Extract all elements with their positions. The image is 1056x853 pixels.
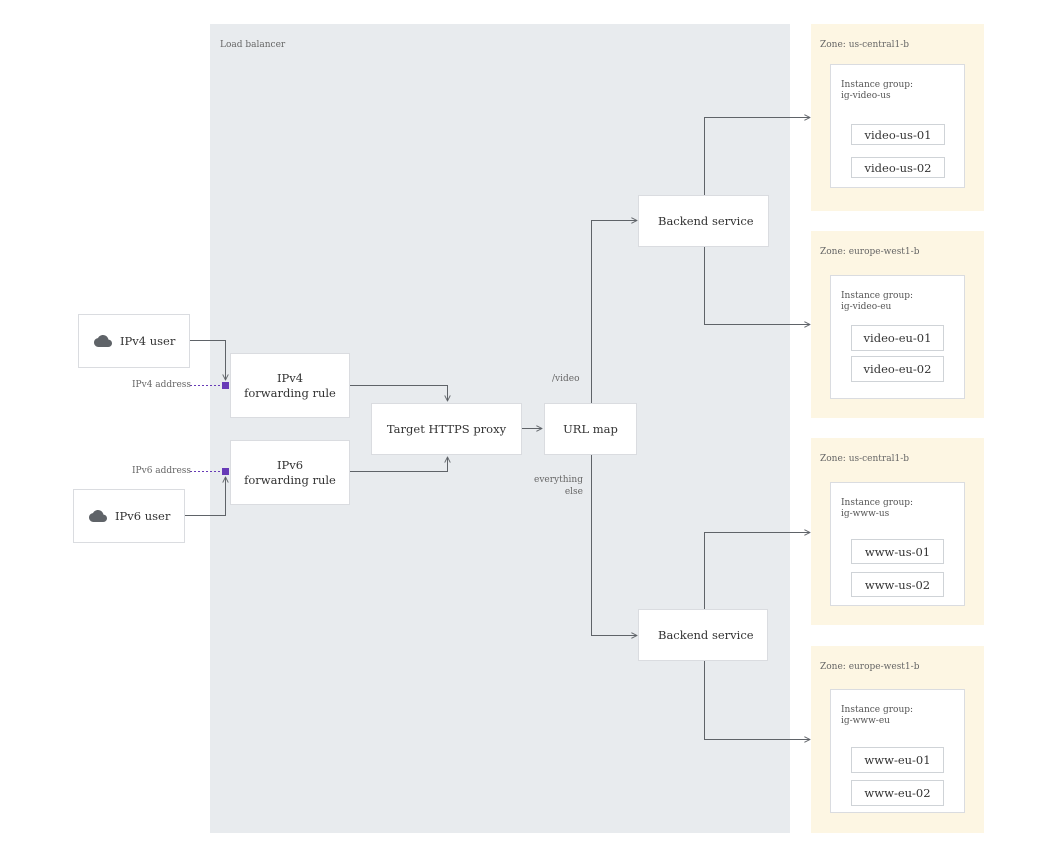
route-video-label: /video — [552, 374, 580, 384]
instance-group-label: Instance group: ig-www-us — [841, 498, 914, 519]
backend-service-video-label: Backend service — [658, 213, 754, 228]
instance-group-label: Instance group: ig-www-eu — [841, 705, 914, 726]
zone-video-eu: Zone: europe-west1-b Instance group: ig-… — [811, 231, 984, 418]
route-default-label: everything else — [534, 475, 583, 497]
edge-www-us — [704, 533, 811, 609]
zone-label: Zone: us-central1-b — [820, 40, 909, 50]
edge-ipv6-rule-proxy — [350, 457, 448, 472]
ipv4-address-port — [222, 382, 229, 389]
instance-group-video-us[interactable]: Instance group: ig-video-us video-us-01 … — [830, 64, 965, 188]
instance-video-us-02[interactable]: video-us-02 — [851, 157, 945, 178]
instance-video-eu-02[interactable]: video-eu-02 — [851, 356, 944, 382]
ipv6-user-label: IPv6 user — [115, 508, 171, 523]
ipv4-forwarding-rule-label: IPv4 forwarding rule — [244, 370, 336, 400]
backend-service-video[interactable]: Backend service — [638, 195, 769, 247]
instance-group-label: Instance group: ig-video-us — [841, 80, 914, 101]
instance-www-eu-01[interactable]: www-eu-01 — [851, 747, 944, 773]
ipv6-address-label: IPv6 address — [132, 466, 192, 476]
zone-video-us: Zone: us-central1-b Instance group: ig-v… — [811, 24, 984, 211]
zone-label: Zone: europe-west1-b — [820, 662, 920, 672]
zone-label: Zone: us-central1-b — [820, 454, 909, 464]
edge-urlmap-video — [591, 221, 638, 403]
url-map-label: URL map — [563, 421, 618, 436]
edge-ipv4-user — [190, 340, 226, 381]
url-map[interactable]: URL map — [544, 403, 637, 455]
edge-www-eu — [704, 661, 811, 740]
edge-ipv6-user — [185, 477, 226, 516]
instance-group-label: Instance group: ig-video-eu — [841, 291, 914, 312]
zone-www-eu: Zone: europe-west1-b Instance group: ig-… — [811, 646, 984, 833]
target-https-proxy-label: Target HTTPS proxy — [386, 421, 507, 436]
instance-www-us-02[interactable]: www-us-02 — [851, 572, 944, 597]
zone-www-us: Zone: us-central1-b Instance group: ig-w… — [811, 438, 984, 625]
ipv6-user[interactable]: IPv6 user — [73, 489, 185, 543]
backend-service-www-label: Backend service — [658, 627, 754, 642]
ipv4-user-label: IPv4 user — [120, 333, 176, 348]
backend-service-www[interactable]: Backend service — [638, 609, 768, 661]
cloud-icon — [89, 510, 107, 522]
ipv4-user[interactable]: IPv4 user — [78, 314, 190, 368]
load-balancer-label: Load balancer — [220, 40, 286, 50]
target-https-proxy[interactable]: Target HTTPS proxy — [371, 403, 522, 455]
ipv4-address-label: IPv4 address — [132, 380, 192, 390]
ipv6-address-port — [222, 468, 229, 475]
edge-video-eu — [704, 247, 811, 325]
zone-label: Zone: europe-west1-b — [820, 247, 920, 257]
edge-ipv4-rule-proxy — [350, 385, 448, 402]
ipv4-forwarding-rule[interactable]: IPv4 forwarding rule — [230, 353, 350, 418]
cloud-icon — [94, 335, 112, 347]
instance-www-eu-02[interactable]: www-eu-02 — [851, 780, 944, 806]
ipv6-forwarding-rule-label: IPv6 forwarding rule — [244, 457, 336, 487]
instance-video-us-01[interactable]: video-us-01 — [851, 124, 945, 145]
instance-group-www-us[interactable]: Instance group: ig-www-us www-us-01 www-… — [830, 482, 965, 606]
edge-urlmap-www — [591, 455, 638, 636]
instance-group-www-eu[interactable]: Instance group: ig-www-eu www-eu-01 www-… — [830, 689, 965, 813]
instance-video-eu-01[interactable]: video-eu-01 — [851, 325, 944, 351]
ipv6-forwarding-rule[interactable]: IPv6 forwarding rule — [230, 440, 350, 505]
edge-video-us — [704, 118, 811, 195]
instance-www-us-01[interactable]: www-us-01 — [851, 539, 944, 564]
instance-group-video-eu[interactable]: Instance group: ig-video-eu video-eu-01 … — [830, 275, 965, 399]
